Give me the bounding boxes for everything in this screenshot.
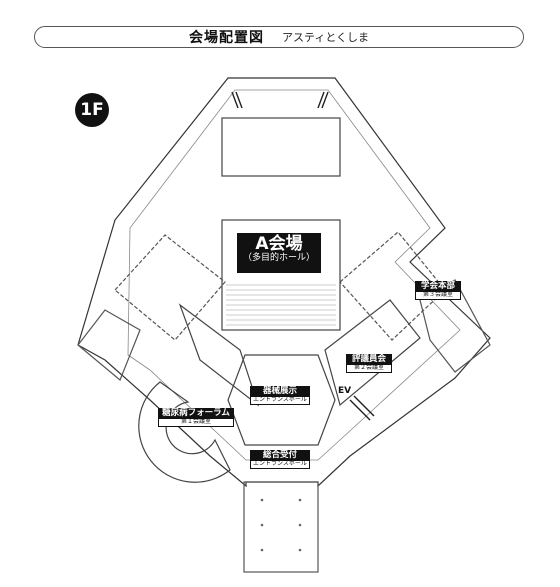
exhibit-name: 器械展示 xyxy=(262,386,297,396)
entrance-walkway xyxy=(243,481,319,573)
reception-label: 総合受付 エントランスホール xyxy=(250,450,310,469)
left-wing xyxy=(114,234,226,341)
entrance-hall xyxy=(227,354,336,446)
map-title-bar: 会場配置図 アスティとくしま xyxy=(34,26,524,48)
right-corridor xyxy=(324,299,421,407)
forum-room: 第１会議室 xyxy=(158,418,234,427)
floor-badge: 1F xyxy=(75,93,109,127)
inner-outline xyxy=(127,89,461,461)
main-hall-name: A会場 xyxy=(255,234,303,254)
stage-block xyxy=(221,117,341,177)
forum-label: 糖尿病フォーラム 第１会議室 xyxy=(158,408,234,427)
forum-name: 糖尿病フォーラム xyxy=(162,408,230,418)
hq-name: 学会本部 xyxy=(420,281,455,291)
council-name: 評議員会 xyxy=(351,354,386,364)
hq-label: 学会本部 第３会議室 xyxy=(415,281,461,300)
main-hall-label: A会場 （多目的ホール） xyxy=(237,233,321,273)
council-label: 評議員会 第２会議室 xyxy=(346,354,392,373)
exhibit-room: エントランスホール xyxy=(250,396,310,405)
reception-name: 総合受付 xyxy=(262,450,297,460)
left-corridor xyxy=(178,303,260,407)
page-title: 会場配置図 xyxy=(188,30,264,46)
hq-room: 第３会議室 xyxy=(415,291,461,300)
main-hall-caption: （多目的ホール） xyxy=(242,252,315,263)
venue-name: アスティとくしま xyxy=(281,31,369,44)
exhibit-label: 器械展示 エントランスホール xyxy=(250,386,310,405)
reception-room: エントランスホール xyxy=(250,460,310,469)
left-annex xyxy=(77,309,141,381)
council-room: 第２会議室 xyxy=(346,364,392,373)
elevator-label: EV xyxy=(338,386,352,396)
main-hall-block xyxy=(221,219,341,331)
